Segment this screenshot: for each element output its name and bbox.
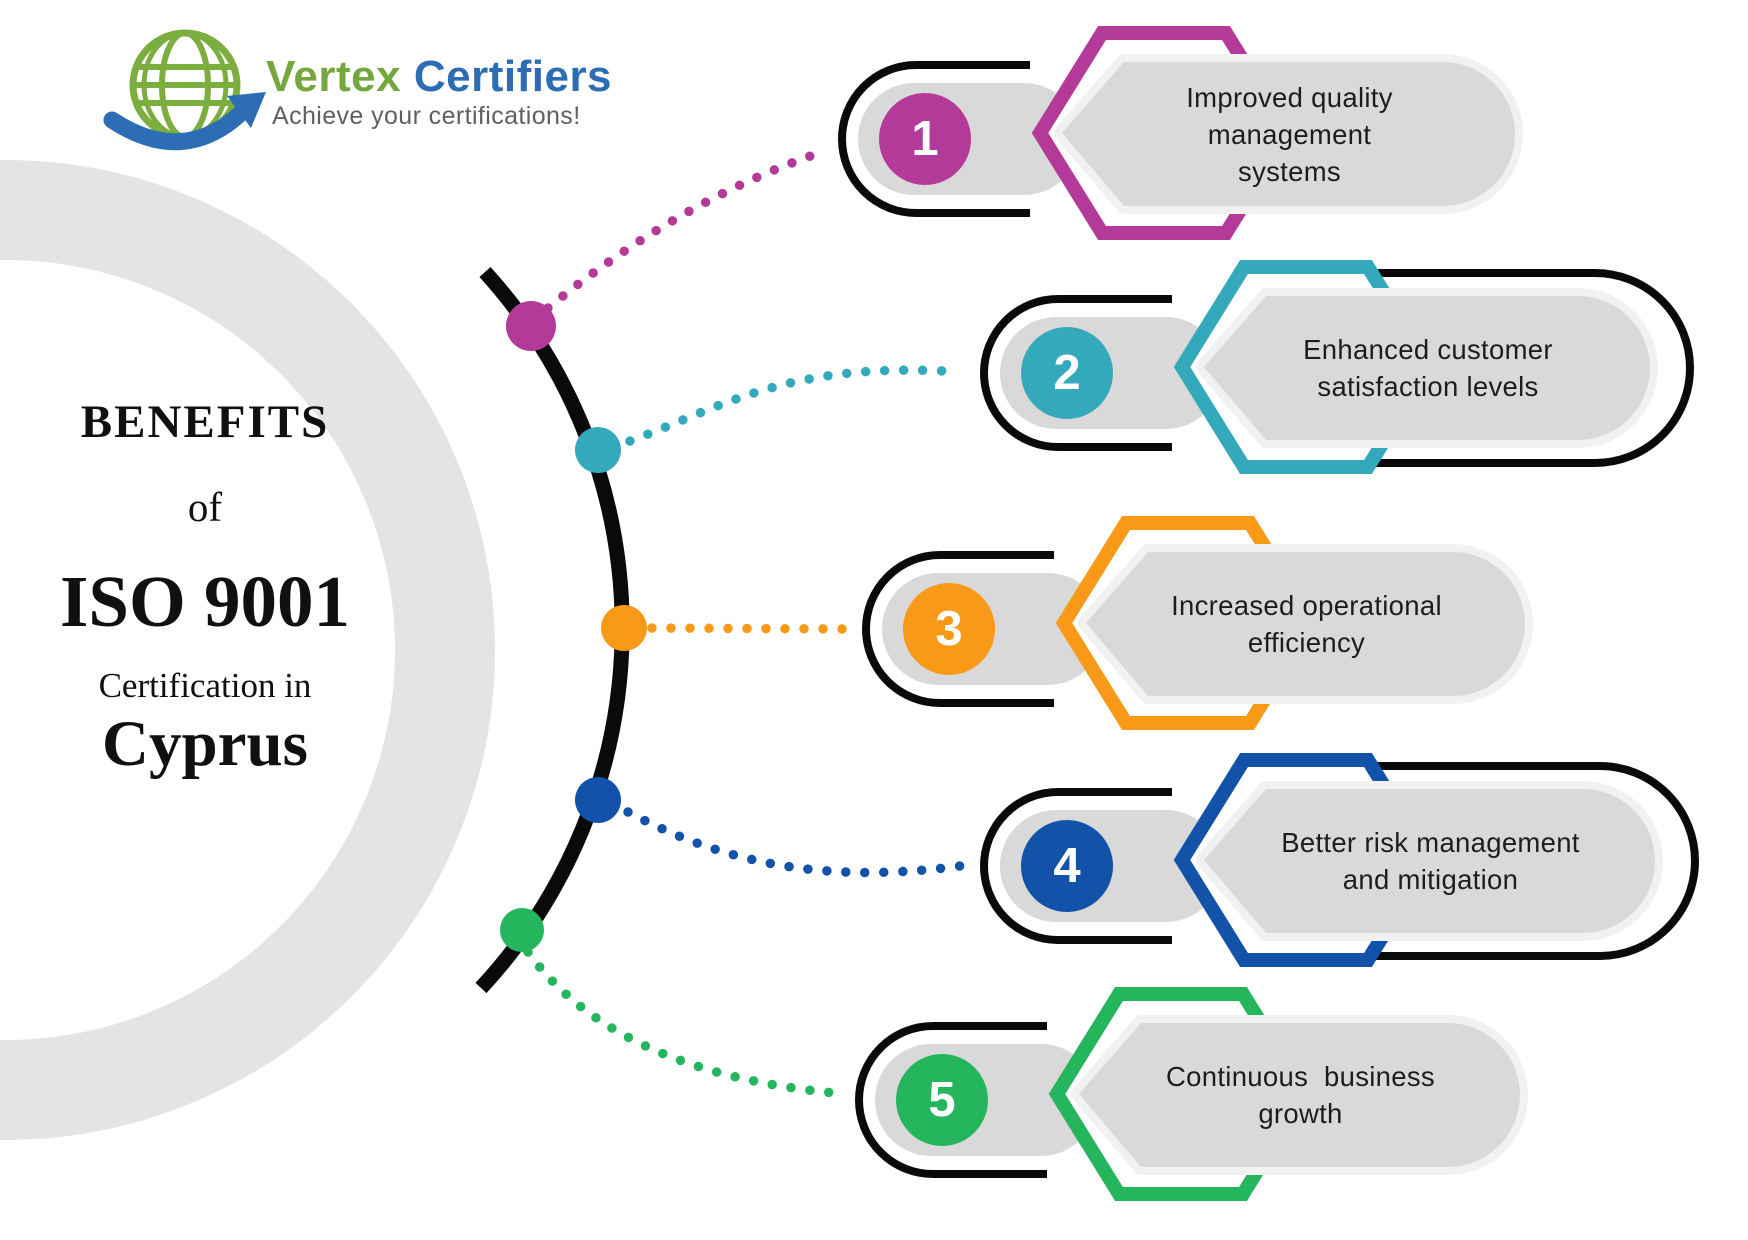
brand-primary: Vertex <box>266 52 402 101</box>
number-capsule-outline <box>980 295 1172 451</box>
logo-tagline: Achieve your certifications! <box>272 102 581 130</box>
item-text: Improved quality management systems <box>1186 81 1393 187</box>
timeline-arc <box>475 266 630 994</box>
text-panel <box>1204 789 1655 933</box>
item-number: 1 <box>911 112 939 166</box>
arc-node-dot <box>575 777 621 823</box>
swoosh-arrow-head <box>227 92 266 128</box>
text-panel <box>1062 62 1515 206</box>
number-capsule-outline <box>980 788 1172 944</box>
number-circle <box>1021 820 1113 912</box>
item-text: Better risk management and mitigation <box>1281 827 1580 895</box>
arc-node-dot <box>500 908 544 952</box>
item-number: 4 <box>1053 839 1081 893</box>
number-capsule-outline <box>838 61 1030 217</box>
item-number: 3 <box>935 602 963 656</box>
connector-dotted-line <box>625 365 965 446</box>
title-benefits: BENEFITS <box>80 396 330 448</box>
brand-secondary: Certifiers <box>413 52 613 101</box>
title-iso-9001: ISO 9001 <box>59 561 351 642</box>
panel-black-outline <box>1312 762 1699 960</box>
number-circle <box>1021 327 1113 419</box>
logo-wordmark: Vertex Certifiers <box>266 52 612 102</box>
connector-dotted-line <box>523 947 840 1098</box>
decorative-ring <box>0 160 495 1140</box>
number-circle <box>896 1054 988 1146</box>
connector-dotted-line <box>543 147 827 313</box>
item-text: Continuous business growth <box>1166 1061 1435 1129</box>
text-panel <box>1204 296 1650 440</box>
swoosh-arrow-tail <box>103 101 253 151</box>
number-capsule-outline <box>862 551 1054 707</box>
item-text: Increased operational efficiency <box>1171 590 1442 658</box>
item-number: 5 <box>928 1073 956 1127</box>
title-certification-in: Certification in <box>98 666 312 705</box>
panel-black-outline <box>1312 269 1694 467</box>
title-cyprus: Cyprus <box>102 708 308 780</box>
arc-node-dot <box>506 301 556 351</box>
item-number: 2 <box>1053 346 1081 400</box>
connector-dotted-line <box>623 807 965 878</box>
arc-node-dot <box>601 605 647 651</box>
text-panel <box>1079 1023 1520 1167</box>
number-circle <box>879 93 971 185</box>
title-of: of <box>187 484 223 530</box>
connector-dotted-line <box>647 623 849 634</box>
number-capsule-outline <box>855 1022 1047 1178</box>
item-text: Enhanced customer satisfaction levels <box>1303 334 1553 402</box>
text-panel <box>1086 552 1525 696</box>
number-circle <box>903 583 995 675</box>
arc-node-dot <box>575 427 621 473</box>
